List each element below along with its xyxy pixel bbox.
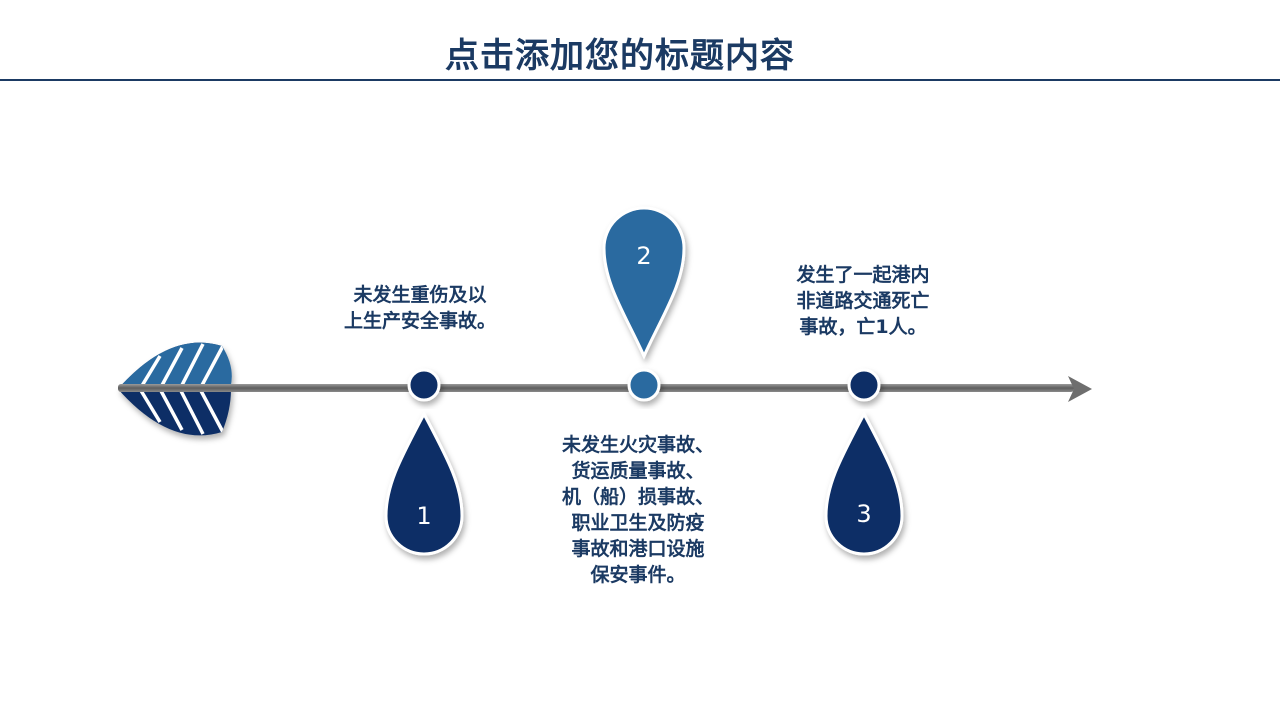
milestone-1: 1 xyxy=(384,368,464,556)
page-title: 点击添加您的标题内容 xyxy=(445,36,795,76)
arrow-head-icon xyxy=(1068,376,1092,402)
milestone-2-drop xyxy=(602,206,686,360)
milestone-3-drop xyxy=(824,410,904,556)
milestone-1-number: 1 xyxy=(416,502,431,530)
milestone-2-number: 2 xyxy=(636,242,651,270)
milestone-3-number: 3 xyxy=(856,500,871,528)
milestone-1-text: 未发生重伤及以 上生产安全事故。 xyxy=(343,284,496,332)
milestone-1-node xyxy=(407,368,441,402)
milestone-2: 2 xyxy=(602,206,686,402)
milestone-1-drop xyxy=(384,410,464,556)
timeline-axis xyxy=(118,384,1074,392)
leaf-arrow-fletching-icon xyxy=(118,342,232,436)
milestone-3-text: 发生了一起港内 非道路交通死亡 事故，亡1人。 xyxy=(796,264,930,338)
milestone-3-node xyxy=(847,368,881,402)
title-divider xyxy=(0,79,1280,81)
milestone-2-node xyxy=(627,368,661,402)
milestone-2-text: 未发生火灾事故、 货运质量事故、 机（船）损事故、 职业卫生及防疫 事故和港口设… xyxy=(561,434,714,586)
milestone-3: 3 xyxy=(824,368,904,556)
